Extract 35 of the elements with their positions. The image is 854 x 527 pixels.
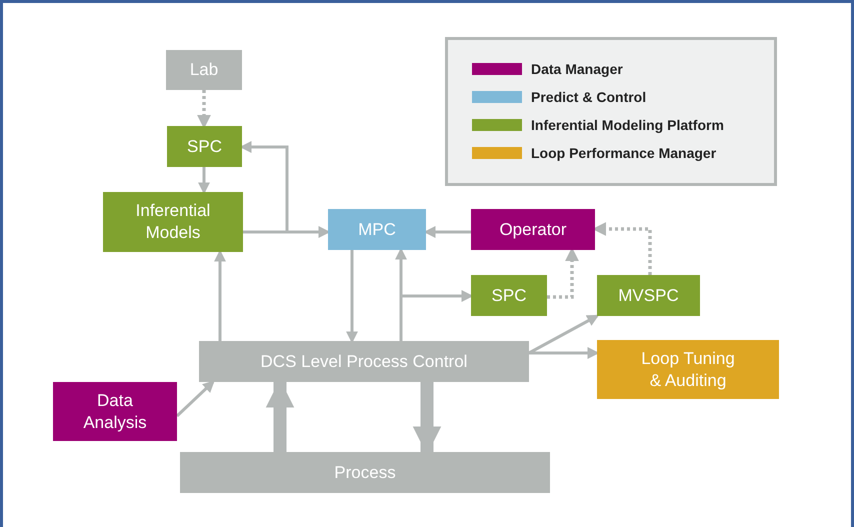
dotted-arrow [197, 90, 211, 129]
box-label: DCS Level Process Control [260, 350, 468, 372]
box-label: Data Analysis [82, 390, 148, 434]
arrow [529, 347, 600, 359]
arrow [198, 167, 210, 194]
process-box [166, 50, 242, 90]
box-label: Inferential Models [134, 200, 212, 244]
box-label: Process [334, 462, 396, 484]
box-label: MVSPC [618, 284, 679, 306]
arrow [528, 314, 600, 354]
process-box [53, 382, 177, 441]
box-label: SPC [187, 136, 222, 158]
box-label: Operator [499, 218, 567, 240]
process-box [167, 126, 242, 167]
process-box [597, 275, 700, 316]
legend-label: Data Manager [531, 61, 623, 77]
process-box [597, 340, 779, 399]
legend-label: Loop Performance Manager [531, 145, 716, 161]
box-label: MPC [358, 218, 396, 240]
process-box [103, 192, 243, 252]
arrow [400, 290, 474, 341]
process-box [328, 209, 426, 250]
process-box [180, 452, 550, 493]
legend-label: Predict & Control [531, 89, 646, 105]
box-label: SPC [492, 284, 526, 306]
process-box [199, 341, 529, 382]
box-label: Lab [190, 59, 218, 81]
arrow [176, 380, 215, 418]
box-label: Loop Tuning & Auditing [640, 348, 736, 392]
legend-label: Inferential Modeling Platform [531, 117, 724, 133]
block-arrow [412, 382, 442, 455]
process-box [471, 275, 547, 316]
arrow [214, 250, 226, 341]
arrow [346, 250, 358, 344]
process-box [471, 209, 595, 250]
